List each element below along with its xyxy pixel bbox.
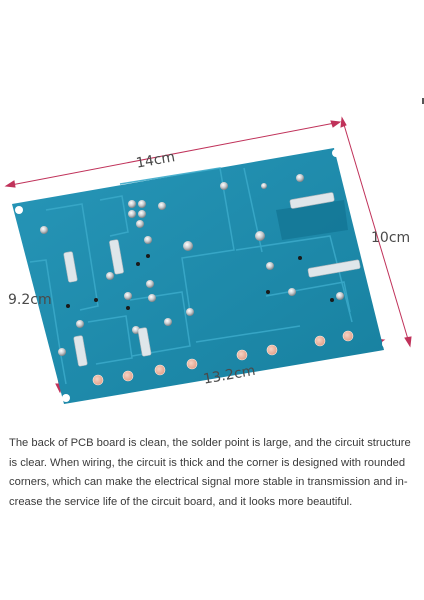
- edge-mark: [422, 98, 424, 104]
- label-width: 10cm: [371, 230, 410, 246]
- label-length: 14cm: [135, 149, 176, 172]
- description-caption: The back of PCB board is clean, the sold…: [9, 434, 415, 512]
- pcb-photo: 14cm 10cm 9.2cm 13.2cm: [4, 98, 424, 404]
- pcb-board: [12, 148, 390, 404]
- label-inner-width: 9.2cm: [8, 292, 52, 308]
- caption-line: The back of PCB board is clean, the sold…: [9, 437, 411, 449]
- caption-line: crease the service life of the circuit b…: [9, 495, 353, 508]
- caption-line: is clear. When wiring, the circuit is th…: [9, 456, 406, 469]
- caption-line: corners, which can make the electrical s…: [9, 476, 408, 488]
